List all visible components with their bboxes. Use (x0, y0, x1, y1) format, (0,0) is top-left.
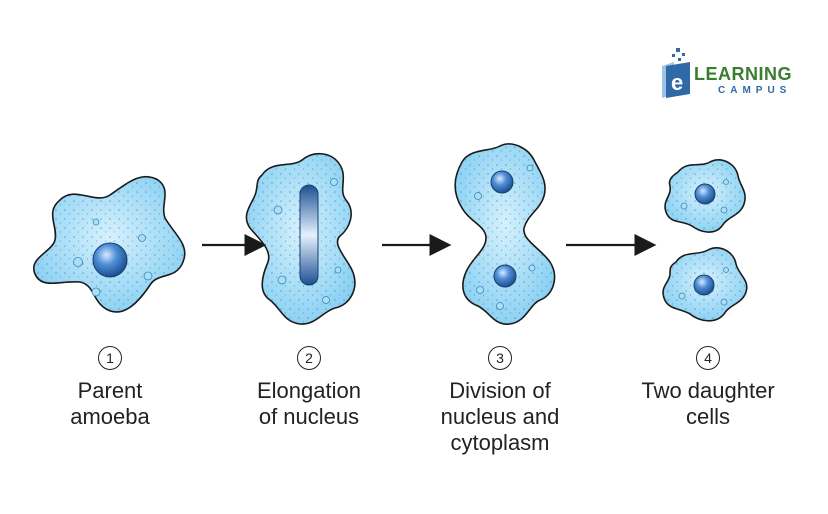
elongating-nucleus (299, 184, 319, 286)
stage-3-label: Division of nucleus and cytoplasm (440, 378, 560, 455)
stage-4-number: 4 (696, 346, 720, 370)
logo-book-icon: e (662, 48, 690, 98)
stage-2-label: Elongation of nucleus (257, 378, 361, 429)
dividing-amoeba (454, 143, 556, 325)
stage-4-label: Two daughter cells (641, 378, 775, 429)
parent-nucleus (92, 242, 128, 278)
logo-letter: e (671, 70, 683, 95)
daughter-cell-top (664, 159, 746, 233)
logo-word-campus: CAMPUS (718, 85, 792, 96)
stage-3-caption: 3 Division of nucleus and cytoplasm (415, 346, 585, 456)
daughter-cell-bottom (662, 247, 748, 322)
dividing-nucleus-bottom (493, 264, 517, 288)
daughter-cells (662, 159, 748, 322)
stage-4-caption: 4 Two daughter cells (623, 346, 793, 430)
stage-1-caption: 1 Parent amoeba (25, 346, 195, 430)
stage-1-label: Parent amoeba (70, 378, 150, 429)
parent-amoeba (32, 175, 186, 313)
elongating-amoeba (245, 152, 356, 325)
logo-word-learning: LEARNING (694, 64, 792, 84)
stage-3-number: 3 (488, 346, 512, 370)
stage-2-number: 2 (297, 346, 321, 370)
dividing-nucleus-top (490, 170, 514, 194)
stage-1-number: 1 (98, 346, 122, 370)
stage-2-caption: 2 Elongation of nucleus (224, 346, 394, 430)
elearning-campus-logo: e LEARNING CAMPUS (660, 44, 810, 100)
